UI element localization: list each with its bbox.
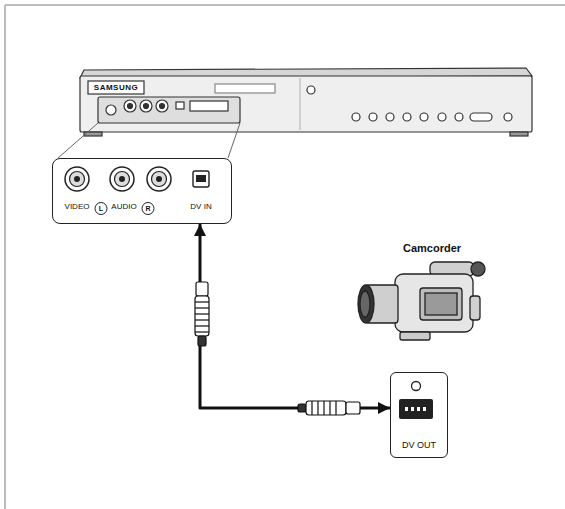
rca-jack (152, 172, 167, 187)
dv-plug-vertical (195, 325, 209, 326)
dv-port (193, 171, 209, 187)
dvd-recorder (106, 105, 116, 115)
dv-plug-vertical (195, 301, 209, 302)
camcorder-drawing (400, 332, 430, 340)
dvd-recorder (144, 104, 149, 109)
camcorder-drawing (358, 262, 485, 340)
dvd-recorder (176, 102, 184, 109)
page-frame (5, 4, 565, 6)
camcorder-drawing (420, 288, 462, 320)
dv-plug-vertical (195, 282, 209, 346)
dv-cable (200, 224, 390, 408)
dvd-recorder (88, 81, 144, 94)
jack-label: AUDIO (111, 203, 136, 211)
dvd-recorder (504, 113, 512, 121)
dv-plug-horizontal (306, 401, 346, 415)
dvd-recorder (190, 101, 228, 111)
port-label: DV IN (190, 203, 211, 211)
port-box: DV OUT (390, 372, 448, 458)
rca-jack (110, 167, 134, 191)
rca-jack (65, 167, 89, 191)
brand-name: SAMSUNG (94, 84, 138, 92)
dv-port (196, 175, 206, 182)
dv-port (405, 407, 408, 411)
rca-jack (110, 167, 134, 191)
dvd-recorder (386, 113, 394, 121)
rca-jack (70, 172, 85, 187)
dv-port (411, 407, 414, 411)
dv-port (423, 407, 426, 411)
dvd-recorder (438, 113, 446, 121)
dvd-recorder (215, 84, 275, 93)
dvd-recorder (98, 97, 240, 123)
dvd-recorder (455, 113, 463, 121)
jack-label: VIDEO (65, 203, 90, 211)
dvd-recorder (470, 113, 492, 121)
dvd-recorder (80, 68, 532, 136)
zoom-leader-lines (228, 123, 240, 158)
dvd-recorder (156, 100, 168, 112)
dv-plug-horizontal (311, 401, 312, 415)
dv-port (399, 399, 433, 419)
channel-label: L (95, 202, 108, 215)
dv-plug-horizontal (335, 401, 336, 415)
rca-jack (115, 172, 130, 187)
connector-panel-zoom: VIDEO LAUDIO R DV IN (52, 158, 232, 224)
panel-jacks (53, 159, 233, 225)
device-name: Camcorder (403, 243, 461, 254)
dv-plug-vertical (198, 336, 206, 346)
dv-plug-vertical (195, 313, 209, 314)
rca-jack (74, 176, 80, 182)
rca-jack (147, 167, 171, 191)
dvd-recorder (80, 76, 532, 132)
rca-jack (65, 167, 89, 191)
dv-plug-vertical (195, 296, 209, 336)
dvd-recorder (352, 113, 360, 121)
dv-plug-horizontal (298, 404, 306, 412)
dvd-recorder (403, 113, 411, 121)
dv-plug-horizontal (323, 401, 324, 415)
camcorder-drawing (395, 274, 473, 332)
dvd-recorder (124, 100, 136, 112)
zoom-leader-lines (58, 123, 240, 158)
port-label: DV OUT (391, 441, 447, 450)
rca-jack (156, 176, 162, 182)
dv-plug-vertical (195, 331, 209, 332)
dv-plug-vertical (196, 282, 208, 296)
page-frame (5, 5, 565, 509)
dvd-recorder (307, 86, 315, 94)
camcorder-drawing (358, 285, 374, 323)
dv-plug-vertical (195, 307, 209, 308)
dvd-recorder (510, 132, 528, 136)
camcorder-drawing (360, 291, 370, 317)
dvd-recorder (128, 104, 133, 109)
dv-plug-horizontal (298, 401, 360, 415)
dv-port (417, 407, 420, 411)
port-screw (412, 382, 421, 391)
dvd-recorder (299, 78, 300, 130)
rca-jack (147, 167, 171, 191)
zoom-leader-lines (58, 123, 98, 158)
dvd-recorder (369, 113, 377, 121)
dvd-recorder (160, 104, 165, 109)
dv-plug-horizontal (329, 401, 330, 415)
dv-plug-horizontal (346, 402, 360, 414)
camcorder-drawing (470, 296, 480, 320)
dv-plug-vertical (195, 319, 209, 320)
camcorder-drawing (471, 262, 485, 276)
dvd-recorder (140, 100, 152, 112)
rca-jack (119, 176, 125, 182)
dv-port (193, 171, 209, 187)
dv-plug-horizontal (317, 401, 318, 415)
dvd-recorder (420, 113, 428, 121)
page-frame (4, 5, 6, 509)
channel-label: R (142, 202, 155, 215)
camcorder-drawing (425, 293, 457, 315)
